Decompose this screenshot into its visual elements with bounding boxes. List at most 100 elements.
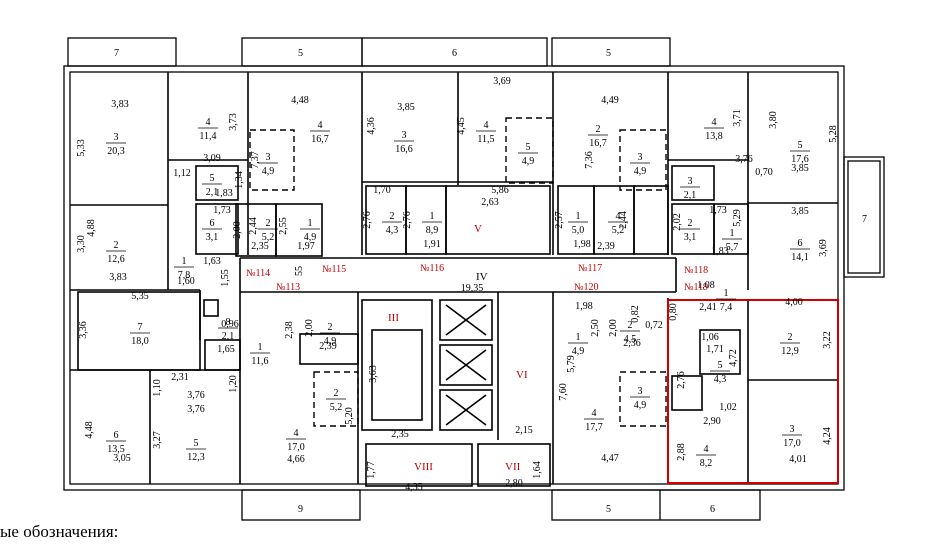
dimension-label: 5,86 [491,185,509,196]
room-area: 3,1 [206,232,219,243]
room-number: 5 [718,360,723,371]
dimension-label: 4,01 [789,454,807,465]
room-area: 4,9 [572,346,585,357]
room-label: 111,6 [250,342,270,367]
dimension-label: 3,76 [187,390,205,401]
room-label: 34,9 [630,152,650,177]
room-label: 24,3 [382,211,402,236]
dimension-label: 1,65 [217,344,235,355]
dimension-label: 2,38 [284,321,295,339]
zone-label: III [388,312,399,324]
dimension-label: 1,60 [177,276,195,287]
dimension-label: 2,36 [623,338,641,349]
dimension-label: 2,39 [597,241,615,252]
dimension-label: 3,30 [76,235,87,253]
room-area: 4,9 [304,232,317,243]
dimension-label: 5,28 [828,125,839,143]
room-area: 5,2 [330,402,343,413]
dimension-label: 3,83 [111,99,129,110]
room-number: 4 [484,120,489,131]
room-number: 2 [334,388,339,399]
room-area: 4,9 [634,166,647,177]
dimension-label: 55 [294,266,305,276]
dimension-label: 4,47 [601,453,619,464]
dimension-label: 3,76 [187,404,205,415]
room-number: 8 [226,317,231,328]
dimension-label: 2,02 [672,213,683,231]
dimension-label: 1,83 [711,246,729,257]
room-area: 12,9 [781,346,799,357]
legend-caption: ые обозначения: [0,522,119,541]
room-label: 316,6 [394,130,414,155]
room-area: 5,2 [262,232,275,243]
room-number: 2 [328,322,333,333]
dimension-label: 1,71 [706,344,724,355]
dimension-label: 3,85 [791,206,809,217]
dimension-label: 1,91 [423,239,441,250]
dimension-label: 1,06 [701,332,719,343]
apartment-numbers: №114 №115 №116 №117 №118 №113 №120 №119 [246,263,708,293]
room-number: 1 [258,342,263,353]
room-label: 614,1 [790,238,810,263]
dimension-label: 3,85 [397,102,415,113]
room-number: 1 [730,228,735,239]
zone-label: V [474,223,482,235]
apartment-number: №118 [684,265,708,276]
room-area: 18,0 [131,336,149,347]
room-area: 17,0 [783,438,801,449]
dimension-label: 3,83 [109,272,127,283]
room-label: 54,9 [518,142,538,167]
dimension-label: 3,36 [78,321,89,339]
room-number: 5 [798,140,803,151]
dimension-label: 2,88 [676,443,687,461]
room-number: 2 [390,211,395,222]
room-area: 5,0 [572,225,585,236]
room-area: 8,2 [700,458,713,469]
room-area: 17,7 [585,422,603,433]
room-area: 13,5 [107,444,125,455]
dimension-label: 1,83 [215,188,233,199]
dimension-label: 0,82 [630,305,641,323]
room-number: 3 [790,424,795,435]
apartment-number: №119 [684,282,708,293]
dimension-label: 7,60 [558,383,569,401]
dimension-label: 1,12 [173,168,191,179]
room-label: 613,5 [106,430,126,455]
apartment-number: №116 [420,263,444,274]
room-label: 18,9 [422,211,442,236]
dimension-label: 2,55 [278,217,289,235]
dimension-label: 3,09 [203,153,221,164]
room-number: 2 [628,320,633,331]
room-number: 1 [430,211,435,222]
room-area: 5,7 [726,242,739,253]
dimension-label: 2,35 [251,241,269,252]
room-label: 34,9 [630,386,650,411]
dimension-label: 4,48 [291,95,309,106]
room-area: 4,5 [624,334,637,345]
room-label: 718,0 [130,322,150,347]
room-number: 3 [638,152,643,163]
room-number: 2 [266,218,271,229]
room-number: 6 [114,430,119,441]
zone-label: VIII [414,461,433,473]
room-label: 512,3 [186,438,206,463]
balcony-label: 7 [114,48,119,59]
room-label: 24,5 [620,320,640,345]
room-label: 14,9 [568,332,588,357]
dimension-label: 3,69 [493,76,511,87]
room-area: 7,8 [178,270,191,281]
dimension-label: 2,39 [319,341,337,352]
room-area: 4,3 [714,374,727,385]
room-number: 3 [266,152,271,163]
dimension-label: 5,33 [76,139,87,157]
room-label: 17,4 [716,288,736,313]
room-number: 4 [318,120,323,131]
room-area: 16,7 [589,138,607,149]
dimension-label: 0,96 [221,319,239,330]
room-area: 17,0 [287,442,305,453]
room-label: 411,4 [198,117,218,142]
dimension-label: 5,79 [566,355,577,373]
zone-label: VII [505,461,521,473]
room-number: 7 [138,322,143,333]
